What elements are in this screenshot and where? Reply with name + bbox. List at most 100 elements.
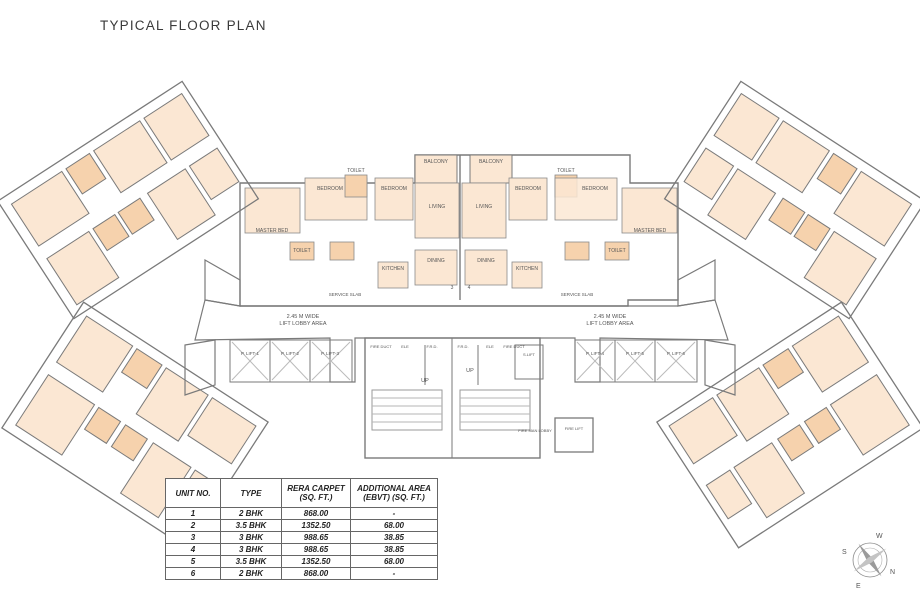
lobby-right-label-2: LIFT LOBBY AREA — [586, 321, 634, 327]
fire-lift-label: FIRE LIFT — [565, 426, 584, 431]
lift-label-2: P. LIFT-2 — [281, 351, 299, 356]
table-cell: 868.00 — [281, 567, 351, 580]
table-cell: 988.65 — [281, 543, 351, 556]
fire-duct-label-1: FIRE DUCT — [370, 344, 392, 349]
service-slab-label-2: SERVICE SLAB — [561, 292, 593, 297]
small-lift-label: S.LIFT — [523, 352, 536, 357]
table-cell: 1 — [165, 507, 221, 520]
bedroom-label-1: BEDROOM — [317, 186, 343, 192]
toilet-left-2 — [289, 241, 315, 261]
table-cell: - — [350, 567, 438, 580]
frd-label-2: F.R.D. — [457, 344, 468, 349]
unit-4-marker: 4 — [468, 285, 471, 291]
living-label-2: LIVING — [476, 204, 493, 210]
table-header-row: UNIT NO. TYPE RERA CARPET (SQ. FT.) ADDI… — [165, 478, 438, 508]
balcony-label-2: BALCONY — [479, 159, 504, 165]
table-cell: 68.00 — [350, 519, 438, 532]
table-cell: 6 — [165, 567, 221, 580]
lift-shaft-right — [574, 339, 698, 383]
toilet-label-4: TOILET — [608, 248, 625, 254]
table-row: 4 3 BHK 988.65 38.85 — [165, 543, 438, 556]
table-cell: 3 BHK — [220, 543, 282, 556]
table-cell: 3.5 BHK — [220, 519, 282, 532]
compass-e: E — [856, 583, 861, 590]
fire-lift — [554, 417, 594, 453]
dining-label-1: DINING — [427, 258, 445, 264]
table-header-rera: RERA CARPET (SQ. FT.) — [281, 478, 351, 508]
table-row: 1 2 BHK 868.00 - — [165, 507, 438, 520]
table-cell: 5 — [165, 555, 221, 568]
table-header-type: TYPE — [220, 478, 282, 508]
lobby-right-label-1: 2.45 M WIDE — [594, 314, 627, 320]
kitchen-left — [377, 261, 409, 289]
fire-lobby-label: FIRE MAN LOBBY — [518, 428, 552, 433]
master-bed-right — [621, 187, 678, 234]
lift-shaft-left — [229, 339, 353, 383]
table-cell: - — [350, 507, 438, 520]
toilet-left-1 — [344, 174, 368, 198]
compass-n: N — [890, 569, 895, 576]
master-bed-left — [244, 187, 301, 234]
lobby-left-label-2: LIFT LOBBY AREA — [279, 321, 327, 327]
table-header-unit: UNIT NO. — [165, 478, 221, 508]
area-table: UNIT NO. TYPE RERA CARPET (SQ. FT.) ADDI… — [165, 478, 438, 580]
table-cell: 3 BHK — [220, 531, 282, 544]
compass-w: W — [876, 533, 883, 540]
table-row: 6 2 BHK 868.00 - — [165, 567, 438, 580]
master-bed-label-1: MASTER BED — [256, 228, 289, 234]
dining-right — [464, 249, 508, 286]
ele-label-2: ELE — [486, 344, 494, 349]
bedroom-label-4: BEDROOM — [582, 186, 608, 192]
unit-3-marker: 3 — [451, 285, 454, 291]
table-cell: 38.85 — [350, 531, 438, 544]
kitchen-right — [511, 261, 543, 289]
frd-label-1: F.R.D. — [426, 344, 437, 349]
ele-label-1: ELE — [401, 344, 409, 349]
up-label-1: UP — [421, 378, 429, 384]
table-header-additional: ADDITIONAL AREA (EBVT) (SQ. FT.) — [350, 478, 438, 508]
lift-label-1: P. LIFT-1 — [241, 351, 259, 356]
lift-label-5: P. LIFT-5 — [626, 351, 644, 356]
table-cell: 4 — [165, 543, 221, 556]
table-cell: 38.85 — [350, 543, 438, 556]
bedroom-right-2 — [554, 177, 618, 221]
lobby-left-label-1: 2.45 M WIDE — [287, 314, 320, 320]
balcony-label-1: BALCONY — [424, 159, 449, 165]
living-right — [461, 182, 507, 239]
additional-header-text: ADDITIONAL AREA (EBVT) (SQ. FT.) — [357, 484, 431, 502]
bedroom-label-3: BEDROOM — [515, 186, 541, 192]
table-cell: 68.00 — [350, 555, 438, 568]
compass-icon: W S N E — [842, 533, 895, 590]
table-cell: 2 BHK — [220, 507, 282, 520]
toilet-label-1: TOILET — [347, 168, 364, 174]
table-cell: 2 BHK — [220, 567, 282, 580]
bedroom-left-2 — [374, 177, 414, 221]
table-cell: 3.5 BHK — [220, 555, 282, 568]
living-label-1: LIVING — [429, 204, 446, 210]
page-title: TYPICAL FLOOR PLAN — [100, 18, 267, 33]
master-bed-label-2: MASTER BED — [634, 228, 667, 234]
kitchen-label-1: KITCHEN — [382, 266, 404, 272]
table-cell: 2 — [165, 519, 221, 532]
lobby-outline — [194, 299, 729, 383]
table-row: 5 3.5 BHK 1352.50 68.00 — [165, 555, 438, 568]
compass-s: S — [842, 549, 847, 556]
toilet-label-3: TOILET — [557, 168, 574, 174]
toilet-left-3 — [329, 241, 355, 261]
table-cell: 3 — [165, 531, 221, 544]
toilet-label-2: TOILET — [293, 248, 310, 254]
bedroom-label-2: BEDROOM — [381, 186, 407, 192]
lift-label-4: P. LIFT-4 — [586, 351, 604, 356]
table-row: 3 3 BHK 988.65 38.85 — [165, 531, 438, 544]
fire-duct-label-2: FIRE DUCT — [503, 344, 525, 349]
kitchen-label-2: KITCHEN — [516, 266, 538, 272]
toilet-right-3 — [604, 241, 630, 261]
lift-label-6: P. LIFT-6 — [667, 351, 685, 356]
living-left — [414, 182, 460, 239]
wing-upper-right — [663, 80, 920, 320]
bedroom-right-1 — [508, 177, 548, 221]
wing-lower-left — [0, 301, 270, 549]
table-cell: 988.65 — [281, 531, 351, 544]
toilet-right-2 — [564, 241, 590, 261]
